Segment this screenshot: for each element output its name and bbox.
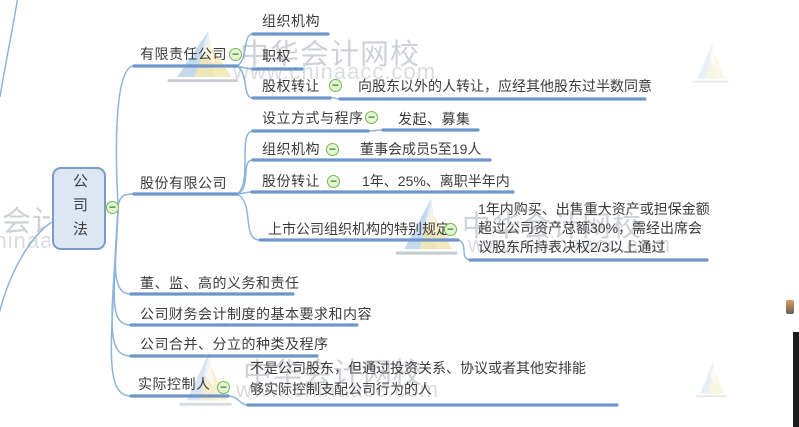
right-edge-black-bar [793, 332, 799, 427]
connector-llc-organization [236, 33, 254, 67]
node-organization-structure-llc[interactable]: 组织机构 [262, 13, 320, 29]
node-actual-controller-detail[interactable]: 不是公司股东，但通过投资关系、协议或者其他安排能够实际控制支配公司行为的人 [250, 360, 586, 397]
node-share-transfer-detail[interactable]: 1年、25%、离职半年内 [362, 173, 510, 189]
clipped-edge-artifact [786, 300, 794, 314]
node-listed-company-detail[interactable]: 1年内购买、出售重大资产或担保金额超过公司资产总额30%，需经出席会议股东所持表… [478, 201, 710, 255]
collapse-icon-equity-transfer[interactable]: − [329, 79, 342, 92]
collapse-icon-organization-2[interactable]: − [326, 143, 339, 156]
node-merger-division[interactable]: 公司合并、分立的种类及程序 [140, 336, 329, 352]
root-node-company-law[interactable]: 公司法 [52, 167, 106, 250]
node-limited-liability-company[interactable]: 有限责任公司 [140, 46, 227, 62]
connector-root-joint-stock [117, 193, 135, 207]
collapse-icon-actual-controller[interactable]: − [217, 381, 230, 394]
connector-jsc-establishment [236, 130, 254, 195]
connector-listed-rules-detail [457, 239, 471, 261]
collapse-icon-establishment[interactable]: − [365, 111, 378, 124]
node-establishment-detail[interactable]: 发起、募集 [398, 111, 471, 127]
connector-actual-controller-detail [227, 395, 249, 406]
node-establishment-method[interactable]: 设立方式与程序 [262, 110, 364, 126]
collapse-icon-root[interactable]: − [106, 201, 119, 214]
node-organization-structure-jsc[interactable]: 组织机构 [262, 141, 320, 157]
watermark-url-middle: www.chinaacc.com [468, 232, 672, 257]
watermark-brand-bottom: 中华会计网校 [243, 358, 424, 390]
node-authority[interactable]: 职权 [262, 48, 291, 64]
connector-offscreen-bottom-left [0, 221, 53, 314]
node-director-supervisor-obligations[interactable]: 董、监、高的义务和责任 [140, 275, 300, 291]
node-equity-transfer[interactable]: 股权转让 [262, 78, 320, 94]
connector-llc-equity-transfer [236, 65, 254, 99]
collapse-icon-listed-rules[interactable]: − [444, 223, 457, 236]
watermark-brand-middle: 中华会计网校 [462, 211, 643, 243]
collapse-icon-limited-liability[interactable]: − [229, 48, 242, 61]
node-joint-stock-company[interactable]: 股份有限公司 [140, 175, 227, 191]
watermark-url-bottom: www.chinaacc.com [236, 377, 440, 402]
watermark-left-clipped: 中华会计网校 www.chinaacc.com [0, 206, 50, 253]
node-board-members-detail[interactable]: 董事会成员5至19人 [360, 141, 482, 157]
node-share-transfer[interactable]: 股份转让 [262, 173, 320, 189]
node-actual-controller[interactable]: 实际控制人 [138, 376, 211, 392]
collapse-icon-share-transfer[interactable]: − [327, 175, 340, 188]
connector-jsc-listed-rules [236, 193, 261, 241]
connector-root-actual-controller [110, 212, 132, 397]
node-listed-company-special-rules[interactable]: 上市公司组织机构的特别规定 [268, 221, 450, 237]
node-equity-transfer-detail[interactable]: 向股东以外的人转让，应经其他股东过半数同意 [358, 78, 652, 94]
connector-jsc-organization [236, 159, 254, 195]
node-financial-accounting-system[interactable]: 公司财务会计制度的基本要求和内容 [140, 306, 372, 322]
watermark-brand-top: 中华会计网校 [240, 39, 421, 71]
connector-offscreen-top-left [0, 0, 19, 98]
root-node-label: 公司法 [71, 172, 88, 245]
connector-root-limited-liability [115, 65, 135, 206]
